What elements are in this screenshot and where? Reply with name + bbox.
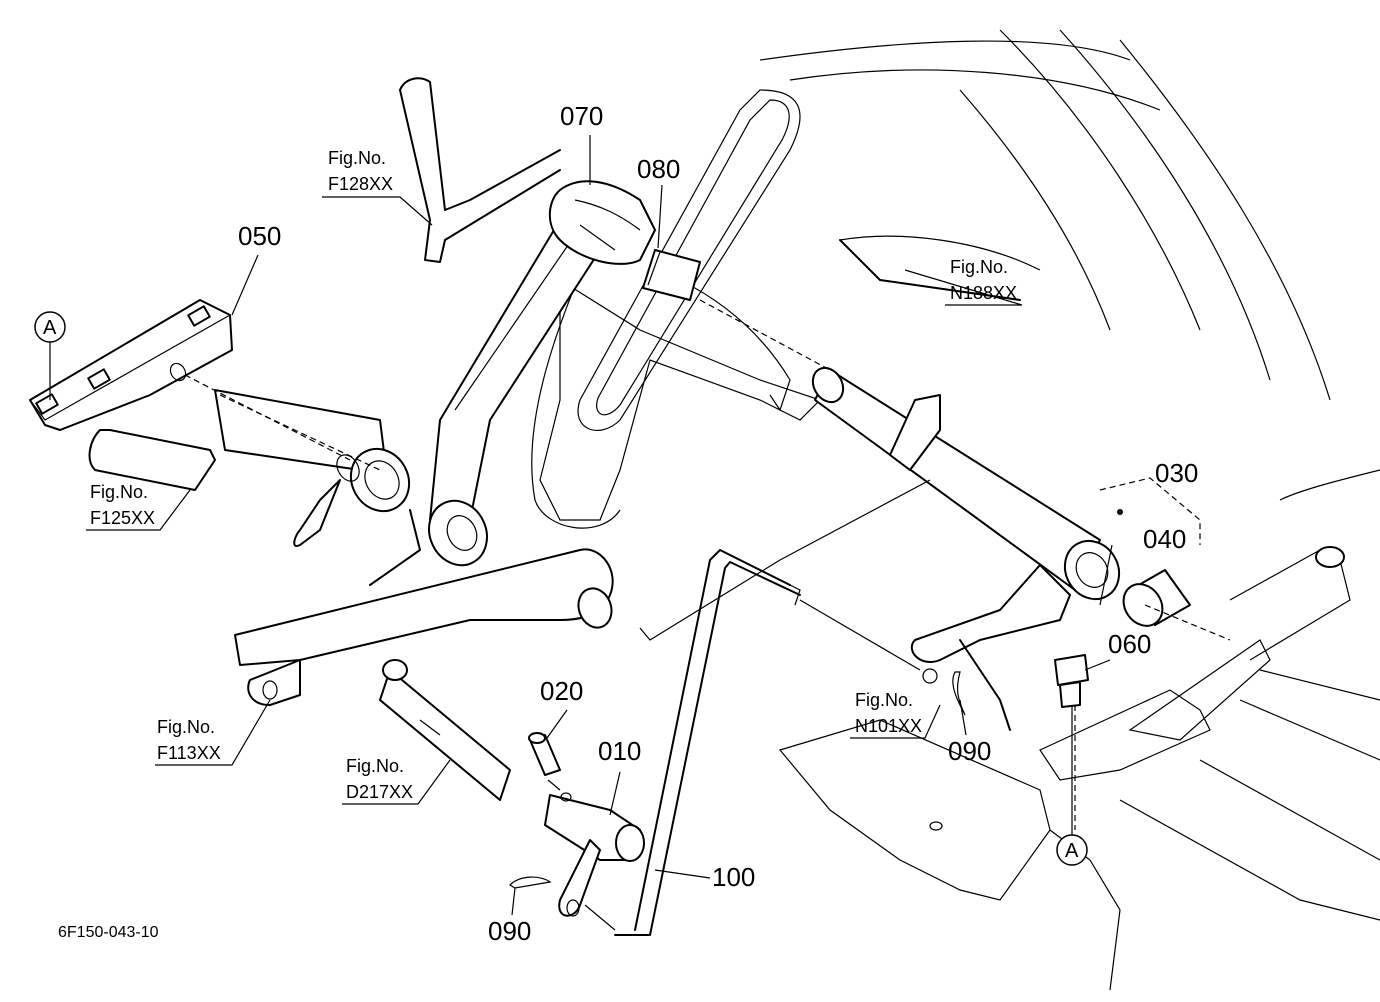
part-030-label: 030 xyxy=(1155,458,1198,488)
rod-100 xyxy=(614,549,801,936)
figref-n101-line1: Fig.No. xyxy=(855,690,913,710)
figref-n188-line1: Fig.No. xyxy=(950,257,1008,277)
part-020-label: 020 xyxy=(540,676,583,706)
arm-010 xyxy=(544,792,645,917)
cotter-pin-bottom xyxy=(509,876,552,889)
figref-f113-line2: F113XX xyxy=(157,743,221,763)
fender-outline xyxy=(679,29,1331,412)
bracket-plate xyxy=(531,249,822,529)
marker-a-bottom-circle xyxy=(1056,834,1088,866)
marker-a-left-label: A xyxy=(43,317,57,339)
marker-a-bottom-label: A xyxy=(1065,840,1079,862)
part-080-label: 080 xyxy=(637,154,680,184)
bushing-040 xyxy=(1122,569,1191,627)
f113-pedal xyxy=(234,548,614,706)
figref-d217-line2: D217XX xyxy=(346,782,413,802)
part-060-label: 060 xyxy=(1108,629,1151,659)
part-100-label: 100 xyxy=(712,862,755,892)
part-090-right-label: 090 xyxy=(948,736,991,766)
part-010-label: 010 xyxy=(598,736,641,766)
right-bracket xyxy=(1039,469,1380,921)
f128-lever xyxy=(399,77,561,263)
figref-f125-line2: F125XX xyxy=(90,508,155,528)
bolt-060 xyxy=(1054,654,1089,708)
knob-070 xyxy=(548,180,656,265)
part-090-bottom-label: 090 xyxy=(488,916,531,946)
shaft-030 xyxy=(811,366,1123,731)
fender-slot xyxy=(577,89,801,431)
pin-d217 xyxy=(379,659,511,801)
figref-f128-line2: F128XX xyxy=(328,174,393,194)
f125-arm xyxy=(88,389,411,547)
leader-lines xyxy=(86,135,1113,916)
cotter-pin-right xyxy=(952,671,966,716)
figref-d217-line1: Fig.No. xyxy=(346,756,404,776)
pin-020 xyxy=(528,732,561,776)
figref-n188-line2: N188XX xyxy=(950,283,1017,303)
figref-f125-line1: Fig.No. xyxy=(90,482,148,502)
figref-n101-line2: N101XX xyxy=(855,716,922,736)
part-040-label: 040 xyxy=(1143,524,1186,554)
lever-arm xyxy=(429,219,601,521)
figref-f113-line1: Fig.No. xyxy=(157,717,215,737)
collar-080 xyxy=(642,249,701,301)
marker-a-left-circle xyxy=(34,311,66,343)
pivot-boss xyxy=(369,499,488,586)
bracket-050 xyxy=(29,299,233,431)
figref-f128-line1: Fig.No. xyxy=(328,148,386,168)
part-070-label: 070 xyxy=(560,101,603,131)
assembly-lines xyxy=(49,299,1231,931)
part-050-label: 050 xyxy=(238,221,281,251)
drawing-code: 6F150-043-10 xyxy=(58,924,159,941)
